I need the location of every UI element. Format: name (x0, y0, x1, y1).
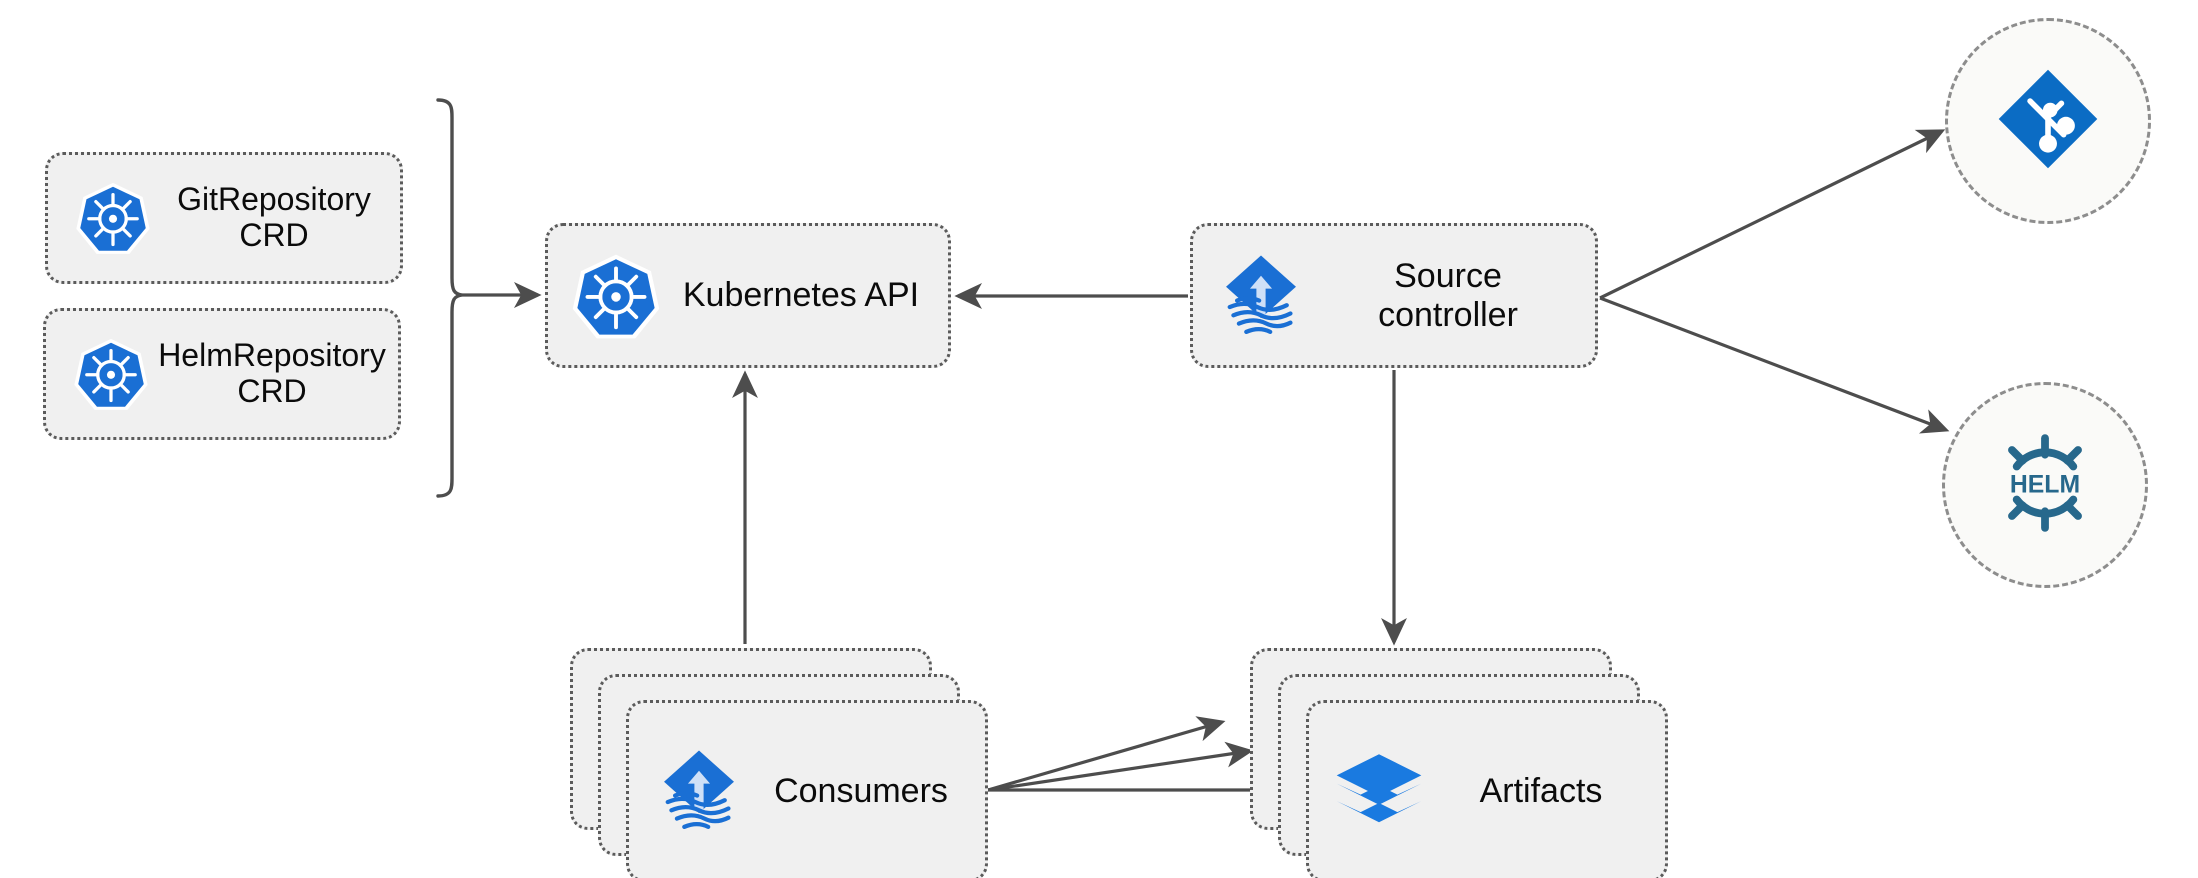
flux-icon (653, 743, 745, 839)
artifacts-label: Artifacts (1479, 771, 1603, 810)
flux-icon (1215, 250, 1307, 342)
git-icon (1992, 63, 2104, 180)
helmrepository-crd-node[interactable]: HelmRepository CRD (43, 308, 401, 440)
kubernetes-icon (570, 250, 662, 342)
kubernetes-api-label: Kubernetes API (682, 276, 920, 315)
kubernetes-icon (74, 179, 152, 257)
source-controller-label: Source controller (1378, 257, 1518, 334)
edge-source-to-git (1599, 129, 1946, 300)
consumers-label: Consumers (774, 771, 948, 810)
helm-icon: HELM (1986, 424, 2104, 547)
edge-consumers-to-artifacts-1 (987, 716, 1226, 792)
edge-source-to-helm (1599, 296, 1950, 434)
gitrepository-crd-node[interactable]: GitRepository CRD (45, 152, 403, 284)
kubernetes-icon (72, 335, 150, 413)
kubernetes-api-node[interactable]: Kubernetes API (545, 223, 951, 368)
helm-repository-circle[interactable]: HELM (1942, 382, 2148, 588)
edge-consumers-to-artifacts-2 (987, 741, 1254, 792)
source-controller-node[interactable]: Source controller (1190, 223, 1598, 368)
layers-icon (1333, 743, 1425, 839)
crd-bracket (436, 98, 463, 498)
artifacts-card-front[interactable]: Artifacts (1306, 700, 1668, 878)
git-repository-circle[interactable] (1945, 18, 2151, 224)
gitrepository-crd-label: GitRepository CRD (177, 181, 371, 253)
helmrepository-crd-label: HelmRepository CRD (158, 337, 386, 409)
helm-wordmark: HELM (2010, 471, 2080, 498)
consumers-card-front[interactable]: Consumers (626, 700, 988, 878)
